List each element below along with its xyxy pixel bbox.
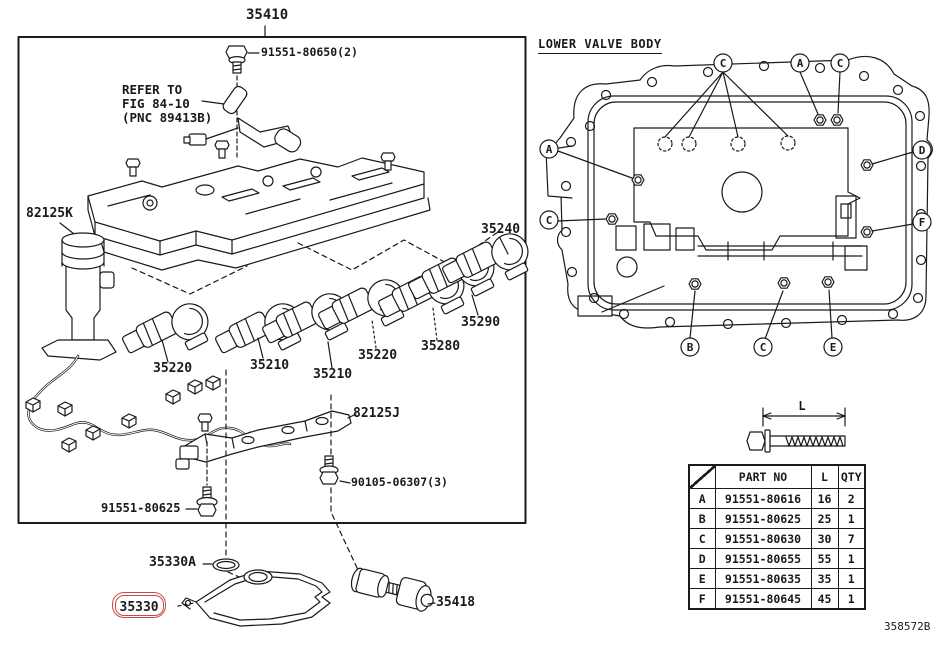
- callout-a-left: A: [546, 143, 553, 156]
- dimension-l-label: L: [798, 399, 805, 413]
- oring-35330A-drawing: [203, 559, 239, 571]
- row-l: 35: [810, 568, 839, 589]
- table-row: F 91551-80645 45 1: [688, 588, 866, 610]
- row-ref: B: [688, 508, 716, 529]
- label-82125K[interactable]: 82125K: [26, 206, 73, 221]
- table-row: C 91551-80630 30 7: [688, 528, 866, 549]
- callout-b-bottom: B: [687, 341, 694, 354]
- accumulator-35418-drawing: [349, 565, 438, 613]
- row-l: 25: [810, 508, 839, 529]
- row-ref: A: [688, 488, 716, 509]
- refer-note-line3: (PNC 89413B): [122, 110, 213, 125]
- fastener-table: PART NO L QTY A 91551-80616 16 2 B 91551…: [688, 464, 866, 610]
- row-l: 55: [810, 548, 839, 569]
- label-35290[interactable]: 35290: [461, 315, 501, 330]
- table-row: B 91551-80625 25 1: [688, 508, 866, 529]
- label-82125J[interactable]: 82125J: [353, 406, 400, 421]
- label-35220-right[interactable]: 35220: [358, 348, 398, 363]
- row-part-no: 91551-80635: [714, 568, 812, 589]
- row-ref: F: [688, 588, 716, 610]
- row-qty: 1: [837, 568, 866, 589]
- label-35330: 35330: [119, 599, 159, 615]
- row-ref: D: [688, 548, 716, 569]
- refer-note-line2: FIG 84-10: [122, 96, 190, 111]
- label-91551-80625[interactable]: 91551-80625: [101, 501, 181, 515]
- label-35240[interactable]: 35240: [481, 222, 521, 237]
- callout-e-bottom: E: [830, 341, 837, 354]
- label-35210-left[interactable]: 35210: [250, 358, 290, 373]
- callout-a-top: A: [797, 57, 804, 70]
- shift-arm-drawing: [184, 85, 303, 155]
- callout-letters: C A C A D C F B C E: [546, 57, 926, 354]
- row-l: 16: [810, 488, 839, 509]
- label-35220-left[interactable]: 35220: [153, 361, 193, 376]
- row-part-no: 91551-80645: [714, 588, 812, 610]
- callout-markers: [540, 54, 931, 356]
- bolt-80625-drawing: [186, 487, 217, 516]
- table-corner-diagonal: [688, 464, 716, 489]
- bolt-90105-drawing: [320, 456, 350, 484]
- valve-body-assembly-drawing: [88, 140, 430, 270]
- row-qty: 2: [837, 488, 866, 509]
- row-qty: 1: [837, 548, 866, 569]
- bracket-82125J-drawing: [176, 411, 356, 469]
- callout-d-right: D: [919, 144, 926, 157]
- label-35330-highlight[interactable]: 35330: [112, 592, 167, 618]
- callout-c-left: C: [546, 214, 553, 227]
- row-qty: 1: [837, 508, 866, 529]
- bolt-length-key-drawing: L: [747, 399, 845, 452]
- row-ref: E: [688, 568, 716, 589]
- exploded-view-frame: [19, 37, 526, 523]
- label-35280[interactable]: 35280: [421, 339, 461, 354]
- label-35418[interactable]: 35418: [436, 595, 476, 610]
- col-qty: QTY: [837, 464, 866, 489]
- label-35210-mid[interactable]: 35210: [313, 367, 353, 382]
- row-l: 30: [810, 528, 839, 549]
- row-part-no: 91551-80625: [714, 508, 812, 529]
- lower-valve-body-title: LOWER VALVE BODY: [538, 37, 662, 54]
- callout-c-top2: C: [837, 57, 844, 70]
- row-qty: 1: [837, 588, 866, 610]
- col-part-no: PART NO: [714, 464, 812, 489]
- row-l: 45: [810, 588, 839, 610]
- table-header-row: PART NO L QTY: [688, 464, 866, 489]
- figure-code: 358572B: [884, 620, 931, 633]
- label-bolt-91551-80650[interactable]: 91551-80650(2): [261, 45, 358, 59]
- refer-note: REFER TO FIG 84-10 (PNC 89413B): [122, 83, 212, 125]
- row-part-no: 91551-80655: [714, 548, 812, 569]
- highlight-ring: 35330: [114, 594, 164, 616]
- table-row: E 91551-80635 35 1: [688, 568, 866, 589]
- col-l: L: [810, 464, 839, 489]
- label-90105-06307[interactable]: 90105-06307(3): [351, 475, 448, 489]
- row-qty: 7: [837, 528, 866, 549]
- strainer-35330-drawing: [178, 570, 330, 626]
- row-part-no: 91551-80616: [714, 488, 812, 509]
- row-ref: C: [688, 528, 716, 549]
- table-row: D 91551-80655 55 1: [688, 548, 866, 569]
- callout-c-top: C: [720, 57, 727, 70]
- row-part-no: 91551-80630: [714, 528, 812, 549]
- callout-f-right: F: [919, 216, 926, 229]
- label-35330A[interactable]: 35330A: [149, 555, 196, 570]
- callout-c-bottom: C: [760, 341, 767, 354]
- table-row: A 91551-80616 16 2: [688, 488, 866, 509]
- lower-valve-body-drawing: C A C A D C F B C E: [540, 54, 932, 356]
- refer-note-line1: REFER TO: [122, 82, 183, 97]
- label-assembly-35410[interactable]: 35410: [246, 7, 289, 23]
